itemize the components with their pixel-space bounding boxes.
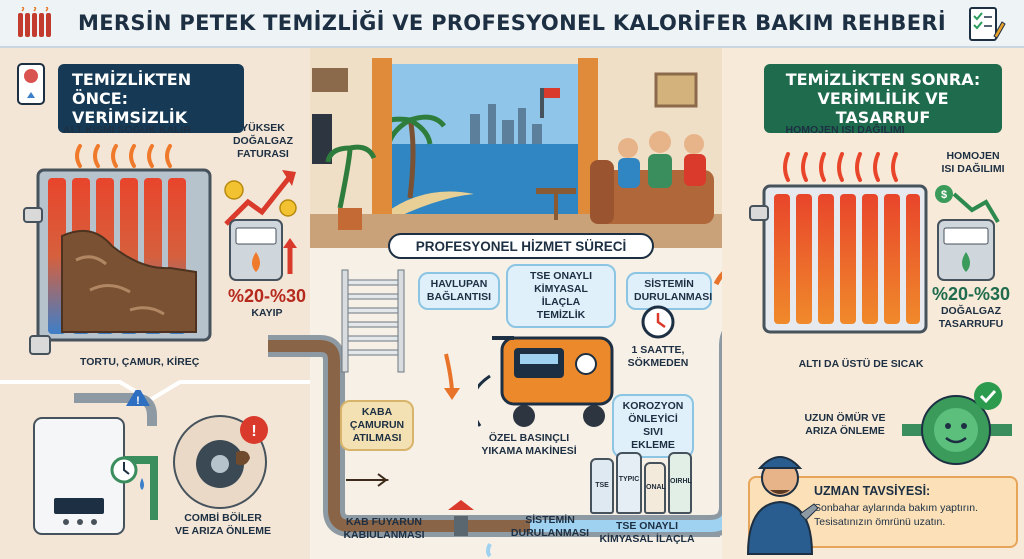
towel-radiator-illustration xyxy=(341,269,405,373)
tse-cleaning-bubble: TSE ONAYLI KİMYASAL İLAÇLA TEMİZLİK xyxy=(506,264,616,328)
process-heading: PROFESYONEL HİZMET SÜRECİ xyxy=(388,233,654,259)
bottle: TYPIC xyxy=(616,452,642,514)
clean-radiator-illustration xyxy=(749,152,928,334)
high-bill-label: YÜKSEK DOĞALGAZ FATURASI xyxy=(232,122,294,160)
thermometer-icon xyxy=(17,63,45,105)
mud-disposal-bubble: KABA ÇAMURUN ATILMASI xyxy=(340,400,414,451)
before-heading: TEMİZLİKTEN ÖNCE: VERİMSİZLİK xyxy=(58,64,244,133)
loss-value: %20-%30 xyxy=(227,286,307,306)
expert-tip-line1: Sonbahar aylarında bakım yaptırın. xyxy=(814,502,979,514)
one-hour-label: 1 SAATTE, SÖKMEDEN xyxy=(627,344,689,369)
clock-icon xyxy=(641,305,675,339)
radiator-icon xyxy=(18,7,51,37)
svg-text:!: ! xyxy=(251,423,256,440)
towel-connection-bubble: HAVLUPAN BAĞLANTISI xyxy=(418,272,500,310)
long-life-label: UZUN ÖMÜR VE ARIZA ÖNLEME xyxy=(804,412,886,437)
dirty-radiator-illustration xyxy=(23,144,212,355)
page-title: MERSİN PETEK TEMİZLİĞİ VE PROFESYONEL KA… xyxy=(78,11,946,35)
fuyarun-label: KAB FUYARUN KABIULANMASI xyxy=(343,516,425,541)
rinse-system-label: SİSTEMİN DURULANMASI xyxy=(510,514,590,539)
living-room-scene xyxy=(310,48,722,248)
tse-chemical-label: TSE ONAYLI KİMYASAL İLAÇLA xyxy=(599,520,695,545)
gas-meter-rising-icon xyxy=(224,170,297,281)
bottle: ONAL xyxy=(644,462,666,514)
hot-everywhere-label: ALTI DA ÜSTÜ DE SICAK xyxy=(798,358,924,370)
boiler-label: COMBİ BÖİLER VE ARIZA ÖNLEME xyxy=(174,512,272,537)
gas-meter-saving-icon: $ xyxy=(935,185,1000,281)
pump-warning-illustration: ! xyxy=(173,415,268,509)
pressure-washing-machine-illustration xyxy=(478,336,614,427)
expert-tip-line2: Tesisatınızın ömrünü uzatın. xyxy=(814,516,946,528)
homogen-top-label: HOMOJEN ISI DAĞILIMI xyxy=(785,124,905,136)
technician-icon xyxy=(746,456,819,555)
flow-arrow-icon xyxy=(444,353,460,400)
expert-tip-heading: UZMAN TAVSİYESİ: xyxy=(814,484,931,498)
after-heading: TEMİZLİKTEN SONRA: VERİMLİLİK VE TASARRU… xyxy=(764,64,1002,133)
corrosion-bubble: KOROZYON ÖNLEYİCİ SIVI EKLEME xyxy=(612,394,694,458)
checklist-icon xyxy=(969,7,1006,41)
loss-label: KAYIP xyxy=(251,307,283,319)
svg-text:$: $ xyxy=(941,189,947,201)
combi-boiler-illustration: ! xyxy=(33,390,158,535)
bottle: OIRHL xyxy=(668,452,692,514)
title-bar: MERSİN PETEK TEMİZLİĞİ VE PROFESYONEL KA… xyxy=(0,0,1024,48)
bottle: TSE xyxy=(590,458,614,514)
sludge-label: TORTU, ÇAMUR, KİREÇ xyxy=(80,356,200,368)
loss-figure: %20-%30 KAYIP xyxy=(226,286,308,320)
saving-figure: %20-%30 DOĞALGAZ TASARRUFU xyxy=(924,284,1018,331)
svg-text:!: ! xyxy=(136,395,140,407)
chemical-bottles: TSE TYPIC ONAL OIRHL xyxy=(590,448,694,516)
cold-bottom-label: ALT KISMI SOĞUK KALIR xyxy=(62,124,192,136)
saving-value: %20-%30 xyxy=(931,284,1011,304)
machine-label: ÖZEL BASINÇLI YIKAMA MAKİNESİ xyxy=(481,432,577,457)
healthy-pump-illustration xyxy=(902,382,1012,465)
rinse-bubble: SİSTEMİN DURULANMASI xyxy=(626,272,712,310)
homogen-side-label: HOMOJEN ISI DAĞILIMI xyxy=(941,150,1005,175)
